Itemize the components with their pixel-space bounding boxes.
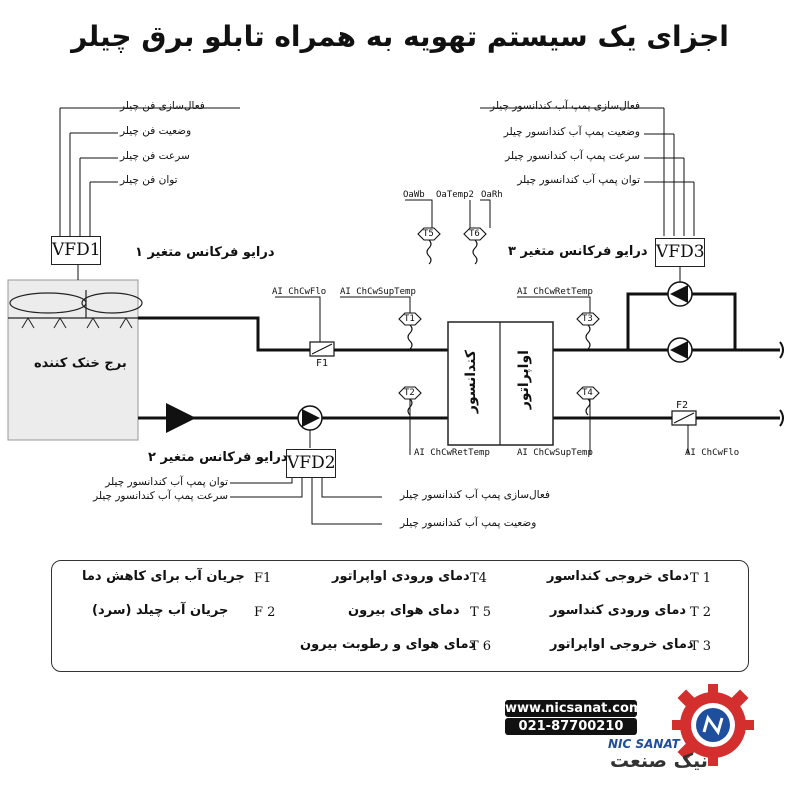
brand-name-fa: نیک صنعت xyxy=(610,750,708,772)
vfd3-signal-enable: فعال‌سازی پمپ آب کندانسور چیلر xyxy=(490,100,640,112)
vfd1-signal-power: توان فن چیلر xyxy=(120,174,178,186)
vfd3-box: VFD3 xyxy=(655,238,705,267)
point-oawb: OaWb xyxy=(403,190,425,200)
sensor-t4-badge xyxy=(576,386,600,400)
legend-t2-key: T 2 xyxy=(690,605,712,620)
pump-icon xyxy=(297,405,323,431)
point-chcwrettemp-bot: AI ChCwRetTemp xyxy=(414,448,490,458)
sensor-t2-tag: T2 xyxy=(404,388,415,398)
legend-f1-text: جریان آب برای کاهش دما xyxy=(82,569,245,584)
sensor-t5-tag: T5 xyxy=(423,229,434,239)
legend-f1-key: F1 xyxy=(254,571,272,586)
pump-icon xyxy=(667,281,693,307)
vfd3-signal-speed: سرعت پمپ آب کندانسور چیلر xyxy=(505,150,640,162)
point-chcwsuptemp-bot: AI ChCwSupTemp xyxy=(517,448,593,458)
legend-t6-text: دمای هوای و رطوبت بیرون xyxy=(300,637,476,652)
legend-t5-key: T 5 xyxy=(470,605,492,620)
pump-icon xyxy=(667,337,693,363)
vfd2-signal-power: توان پمپ آب کندانسور چیلر xyxy=(105,476,228,488)
sensor-t1-badge xyxy=(398,312,422,326)
point-chcwflo-top: AI ChCwFlo xyxy=(272,287,327,297)
legend-t4-text: دمای ورودی اواپراتور xyxy=(332,569,470,584)
condenser-supply-pipe xyxy=(138,316,448,352)
condenser-label: کندانسور xyxy=(463,350,479,414)
vfd2-signal-status: وضعیت پمپ آب کندانسور چیلر xyxy=(400,517,537,529)
sensor-t6-tag: T6 xyxy=(469,229,480,239)
brand-name-en: NIC SANAT xyxy=(608,737,680,751)
vfd3-drive-label: درایو فرکانس متغیر ۳ xyxy=(508,244,648,259)
vfd3-signal-status: وضعیت پمپ آب کندانسور چیلر xyxy=(503,126,640,138)
point-leaders xyxy=(59,107,695,525)
vfd2-signal-enable: فعال‌سازی پمپ آب کندانسور چیلر xyxy=(400,489,550,501)
point-oatemp2: OaTemp2 xyxy=(436,190,474,200)
vfd3-signal-power: توان پمپ آب کندانسور چیلر xyxy=(517,174,640,186)
legend-t3-text: دمای خروجی اواپراتور xyxy=(550,637,694,652)
flow-meter-f2-tag: F2 xyxy=(676,400,689,411)
cooling-tower-label: برج خنک کننده xyxy=(34,356,127,371)
spray-nozzles-icon xyxy=(21,317,133,329)
vfd1-signal-enable: فعال‌سازی فن چیلر xyxy=(120,100,205,112)
hvac-schematic xyxy=(7,107,784,525)
sensor-t2-badge xyxy=(398,386,422,400)
sensor-t3-badge xyxy=(576,312,600,326)
phone-number: 021-87700210 xyxy=(505,718,637,735)
sensor-t4-tag: T4 xyxy=(582,388,593,398)
vfd2-drive-label: درایو فرکانس متغیر ۲ xyxy=(148,450,288,465)
vfd1-signal-status: وضعیت فن چیلر xyxy=(120,125,192,137)
point-oarh: OaRh xyxy=(481,190,503,200)
vfd2-box: VFD2 xyxy=(286,449,336,478)
point-chcwrettemp-top: AI ChCwRetTemp xyxy=(517,287,593,297)
legend-f2-key: F 2 xyxy=(254,605,276,620)
legend-box: T 1 دمای خروجی کنداسور T 2 دمای ورودی کن… xyxy=(51,560,749,672)
vfd1-signal-speed: سرعت فن چیلر xyxy=(120,150,190,162)
gear-logo-icon xyxy=(672,684,754,766)
vfd1-drive-label: درایو فرکانس متغیر ۱ xyxy=(135,245,275,260)
legend-t3-key: T 3 xyxy=(690,639,712,654)
point-chcwflo-bot: AI ChCwFlo xyxy=(685,448,740,458)
legend-f2-text: جریان آب چیلد (سرد) xyxy=(92,603,229,618)
legend-t1-key: T 1 xyxy=(690,571,712,586)
point-chcwsuptemp-top: AI ChCwSupTemp xyxy=(340,287,416,297)
evaporator-label: اواپراتور xyxy=(516,350,532,410)
vfd1-box: VFD1 xyxy=(51,236,101,265)
flow-meter-icon xyxy=(671,410,697,426)
sensor-t5-badge xyxy=(417,227,441,241)
legend-t5-text: دمای هوای بیرون xyxy=(348,603,460,618)
flow-meter-icon xyxy=(309,341,335,357)
sensor-t3-tag: T3 xyxy=(582,314,593,324)
legend-t2-text: دمای ورودی کنداسور xyxy=(550,603,687,618)
sensor-t1-tag: T1 xyxy=(404,314,415,324)
fan-icon xyxy=(9,290,143,318)
flow-meter-f1-tag: F1 xyxy=(316,358,329,369)
legend-t6-key: T 6 xyxy=(470,639,492,654)
website-link[interactable]: www.nicsanat.com xyxy=(505,700,643,717)
legend-t4-key: T4 xyxy=(470,571,487,586)
cooling-tower xyxy=(7,279,143,441)
legend-t1-text: دمای خروجی کنداسور xyxy=(547,569,689,584)
page-title: اجزای یک سیستم تهویه به همراه تابلو برق … xyxy=(71,20,729,53)
vfd2-signal-speed: سرعت پمپ آب کندانسور چیلر xyxy=(93,490,228,502)
